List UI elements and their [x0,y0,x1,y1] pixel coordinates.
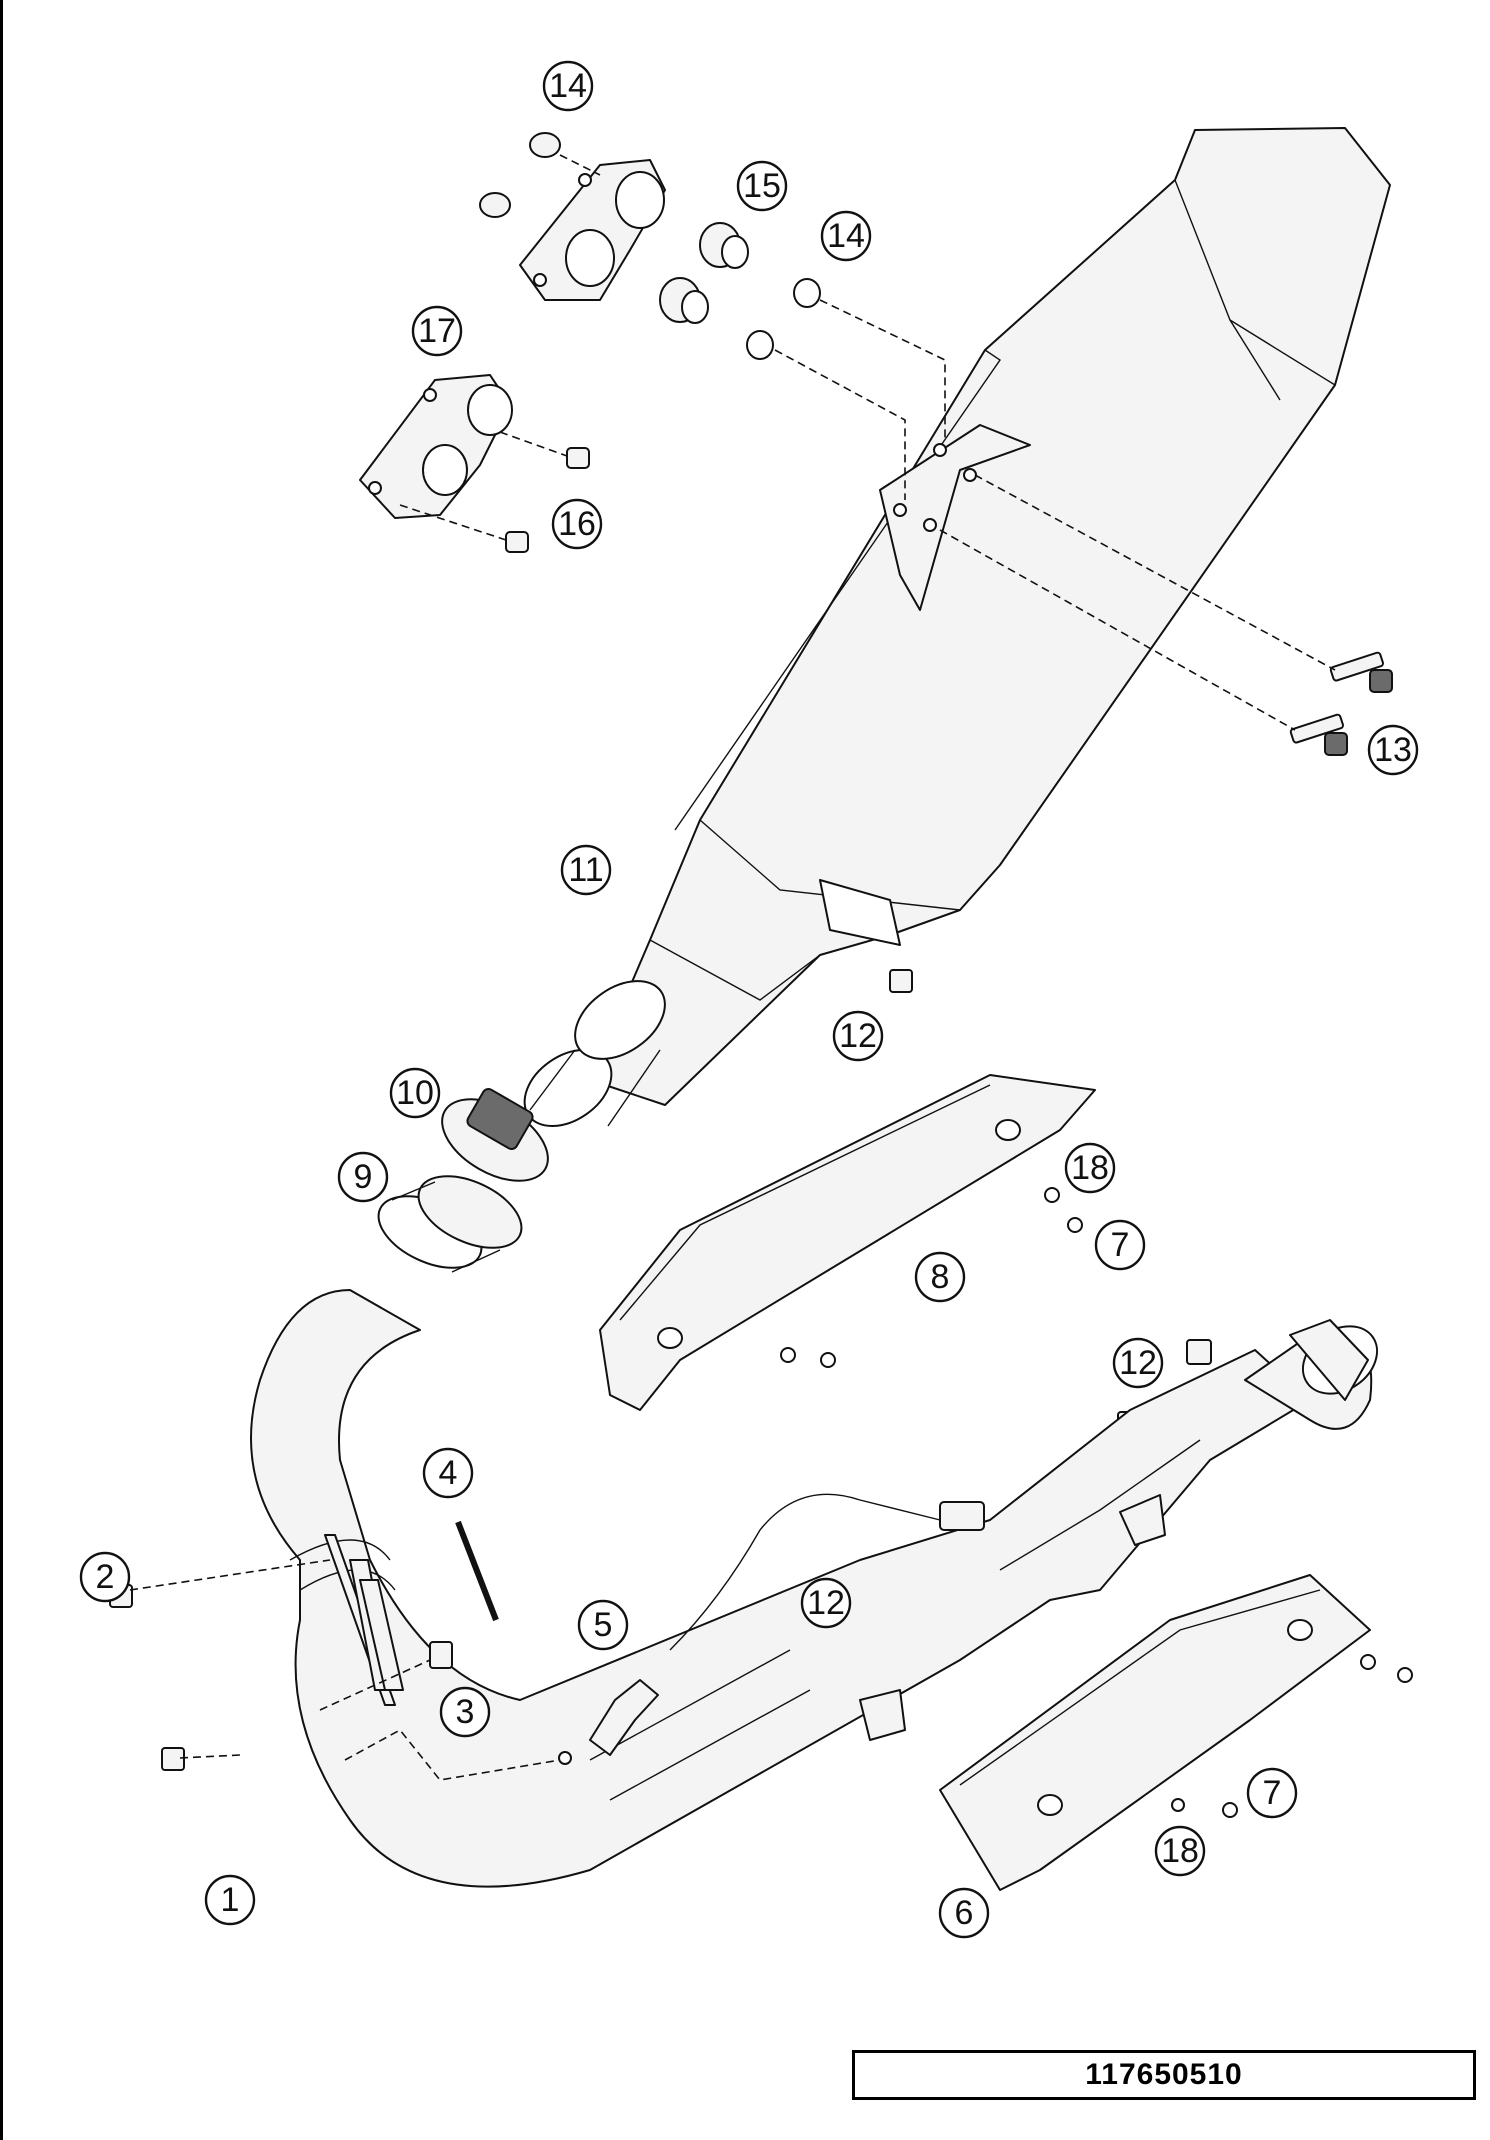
svg-text:1: 1 [221,1881,240,1919]
svg-text:10: 10 [396,1074,434,1112]
svg-text:14: 14 [827,217,865,255]
gasket-part [377,1175,523,1273]
callout-1: 1 [204,1874,256,1926]
svg-text:3: 3 [456,1693,475,1731]
svg-text:16: 16 [558,505,596,543]
svg-text:2: 2 [96,1558,115,1596]
callout-15: 15 [736,160,788,212]
svg-text:13: 13 [1374,731,1412,769]
callout-7-lower: 7 [1246,1767,1298,1819]
callout-12-upper: 12 [832,1010,884,1062]
callout-14-right: 14 [820,210,872,262]
flange-part [324,1534,404,1706]
callout-12-right: 12 [1112,1337,1164,1389]
svg-text:9: 9 [354,1158,373,1196]
svg-text:7: 7 [1111,1226,1130,1264]
svg-text:6: 6 [955,1894,974,1932]
callout-18-lower: 18 [1154,1825,1206,1877]
clamp-part [441,1088,549,1182]
svg-text:12: 12 [1119,1344,1157,1382]
svg-text:11: 11 [568,851,603,889]
reference-number-box: 117650510 [852,2050,1476,2100]
header-pipe-part [250,1289,1379,1888]
svg-text:5: 5 [594,1606,613,1644]
svg-text:12: 12 [807,1584,845,1622]
muffler-part [523,127,1391,1128]
callout-2: 2 [79,1551,131,1603]
pin-part [455,1520,499,1622]
callout-13: 13 [1367,724,1419,776]
callout-3: 3 [439,1686,491,1738]
svg-text:8: 8 [931,1258,950,1296]
bracket-17-part [359,374,590,553]
reference-number: 117650510 [1085,2058,1243,2091]
callout-9: 9 [337,1151,389,1203]
svg-text:14: 14 [549,67,587,105]
callout-4: 4 [422,1447,474,1499]
callout-5: 5 [577,1599,629,1651]
callout-16: 16 [551,498,603,550]
callout-7-upper: 7 [1094,1219,1146,1271]
heat-shield-upper-part [599,1074,1096,1411]
svg-text:18: 18 [1161,1832,1199,1870]
callout-8: 8 [914,1251,966,1303]
svg-text:7: 7 [1263,1774,1282,1812]
svg-text:15: 15 [743,167,781,205]
heat-shield-lower-part [939,1574,1413,1891]
svg-text:17: 17 [418,312,456,350]
svg-text:18: 18 [1071,1149,1109,1187]
left-border-line [0,0,3,2140]
footrest-bracket-part [479,132,821,360]
muffler-bolts-part [1289,651,1393,756]
callout-14-top: 14 [542,60,594,112]
callout-10: 10 [389,1067,441,1119]
callout-18-upper: 18 [1064,1142,1116,1194]
callout-17: 17 [411,305,463,357]
callout-12-lower: 12 [800,1577,852,1629]
svg-text:12: 12 [839,1017,877,1055]
lambda-sensor-part [558,1493,985,1765]
svg-text:4: 4 [439,1454,458,1492]
callout-6: 6 [938,1887,990,1939]
callout-11: 11 [560,844,612,896]
